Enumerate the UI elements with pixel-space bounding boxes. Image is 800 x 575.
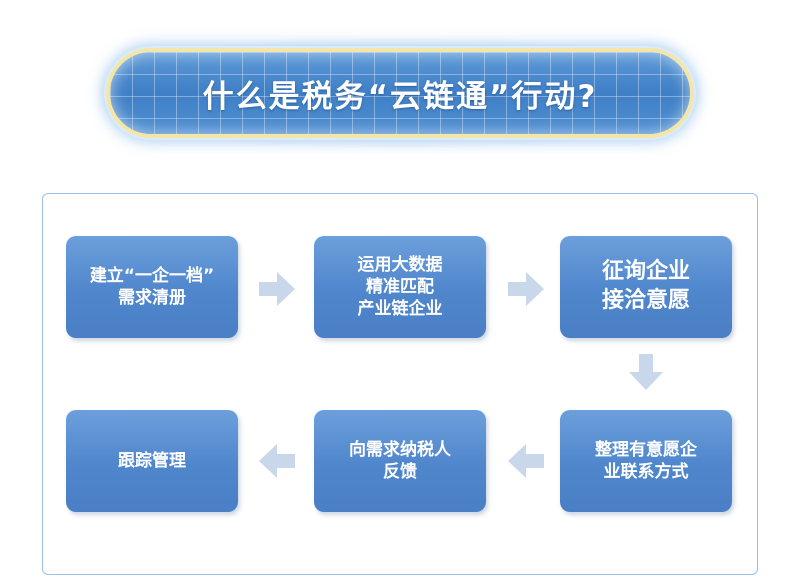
arrow-left-icon [508, 444, 544, 478]
page-title: 什么是税务“云链通”行动? [202, 78, 598, 115]
flow-panel: 建立“一企一档” 需求清册 运用大数据 精准匹配 产业链企业 征询企业 接洽意愿… [42, 193, 758, 575]
step-box-5: 向需求纳税人 反馈 [314, 410, 486, 512]
step-label-2: 运用大数据 精准匹配 产业链企业 [357, 254, 443, 320]
arrow-left-icon [259, 444, 295, 478]
step-box-1: 建立“一企一档” 需求清册 [66, 236, 238, 338]
step-label-3: 征询企业 接洽意愿 [601, 259, 690, 313]
step-box-4: 整理有意愿企 业联系方式 [560, 410, 732, 512]
step-box-2: 运用大数据 精准匹配 产业链企业 [314, 236, 486, 338]
arrow-right-icon [508, 272, 544, 306]
arrow-right-icon [259, 272, 295, 306]
step-box-3: 征询企业 接洽意愿 [560, 236, 732, 338]
step-label-6: 跟踪管理 [118, 450, 186, 471]
step-label-4: 整理有意愿企 业联系方式 [595, 439, 697, 482]
arrow-down-icon [629, 354, 663, 390]
title-pill: 什么是税务“云链通”行动? [106, 48, 694, 138]
step-label-1: 建立“一企一档” 需求清册 [89, 265, 215, 308]
step-label-5: 向需求纳税人 反馈 [349, 439, 451, 482]
title-banner: 什么是税务“云链通”行动? [98, 38, 702, 148]
step-box-6: 跟踪管理 [66, 410, 238, 512]
